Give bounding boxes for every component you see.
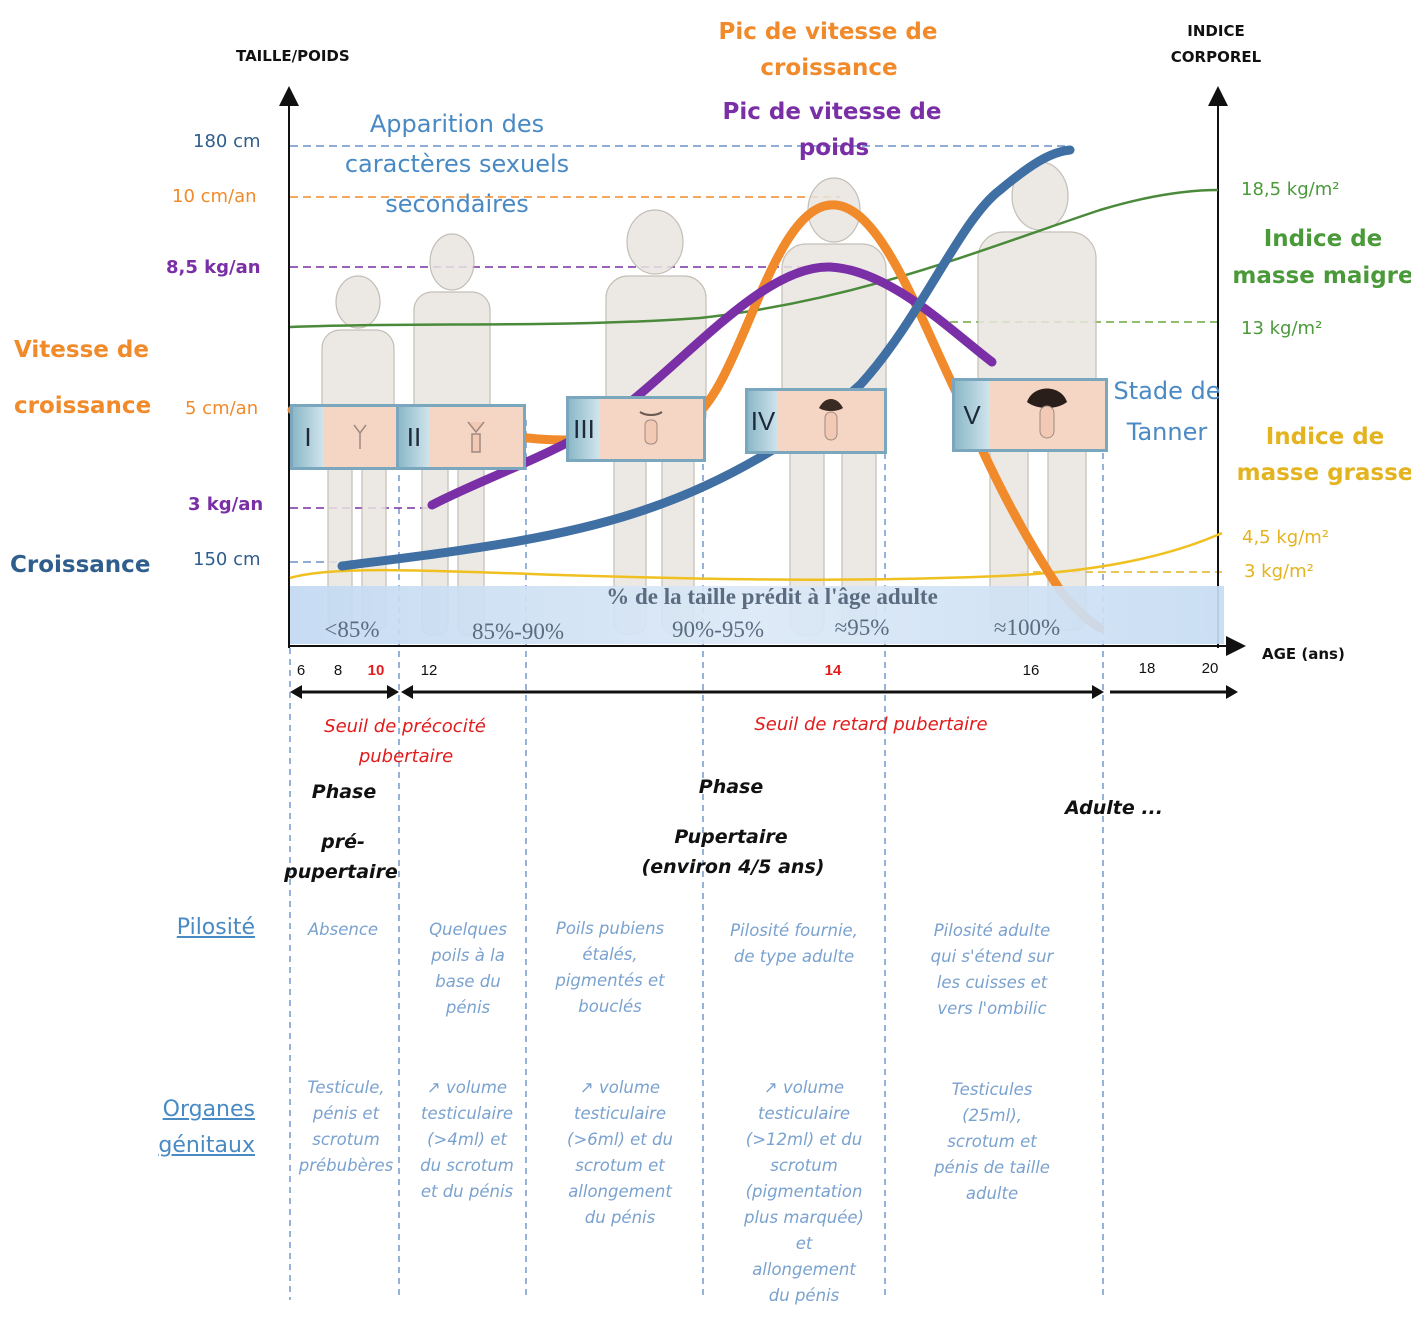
genital-stage-3: ↗ volume testiculaire (>6ml) et du scrot…: [567, 1078, 673, 1227]
phase-adult: Adulte ...: [1065, 797, 1163, 819]
tick-180cm: 180 cm: [193, 131, 261, 152]
genital-stage-2-icon: [429, 407, 523, 467]
precocity-threshold-line2: pubertaire: [358, 746, 454, 767]
tanner-stage-3-label: III: [569, 399, 599, 459]
lean-mass-curve: [289, 188, 1219, 329]
tanner-label-line2: Tanner: [1126, 418, 1208, 446]
tick-5cm-an: 5 cm/an: [185, 398, 259, 419]
tick-13-lean: 13 kg/m²: [1241, 318, 1323, 339]
x-axis-title: AGE (ans): [1262, 645, 1345, 663]
peak-weight-line1: Pic de vitesse de: [722, 99, 942, 125]
tanner-stage-4-label: IV: [748, 391, 778, 451]
age-tick-16: 16: [1022, 662, 1040, 679]
tanner-stage-5: V: [952, 378, 1108, 452]
phase-puberty-line3: (environ 4/5 ans): [641, 856, 825, 878]
predicted-height-band: [290, 586, 1224, 644]
phase-pre-line2: pré-: [321, 831, 365, 853]
phase-puberty-line1: Phase: [698, 776, 764, 798]
fat-mass-curve: [289, 531, 1223, 581]
pct-stage-5: ≈100%: [993, 615, 1061, 640]
hair-stage-3: Poils pubiens étalés, pigmentés et boucl…: [555, 919, 665, 1016]
peak-weight-line2: poids: [798, 135, 870, 161]
tanner-stage-5-label: V: [955, 381, 989, 449]
genital-row-label-line1: Organes: [162, 1097, 255, 1122]
pct-stage-3: 90%-95%: [672, 617, 764, 642]
genital-stage-4: ↗ volume testiculaire (>12ml) et du scro…: [744, 1078, 864, 1305]
growth-speed-label-line2: croissance: [14, 393, 152, 419]
age-tick-12: 12: [420, 662, 438, 679]
fat-mass-label-line1: Indice de: [1265, 424, 1385, 450]
genital-stage-3-icon: [599, 399, 703, 459]
pct-stage-4: ≈95%: [834, 615, 890, 640]
phase-pre-line3: pupertaire: [284, 861, 398, 883]
lean-mass-label-line2: masse maigre: [1232, 263, 1411, 289]
tanner-stage-1-label: I: [293, 407, 323, 467]
pct-stage-1: <85%: [324, 617, 380, 642]
hair-stage-5: Pilosité adulte qui s'étend sur les cuis…: [930, 921, 1054, 1018]
tick-3-fat: 3 kg/m²: [1244, 561, 1314, 582]
tanner-stage-4: IV: [745, 388, 887, 454]
tick-85kg-an: 8,5 kg/an: [166, 257, 261, 278]
peak-speed-line2: croissance: [760, 55, 898, 81]
phase-puberty-line2: Pupertaire: [674, 826, 788, 848]
peak-speed-line1: Pic de vitesse de: [718, 19, 938, 45]
predicted-height-title: % de la taille prédit à l'âge adulte: [606, 584, 938, 609]
tanner-label-line1: Stade de: [1113, 377, 1221, 405]
genital-stage-5-icon: [989, 381, 1105, 449]
genital-stage-1-icon: [323, 407, 397, 467]
hair-stage-2: Quelques poils à la base du pénis: [429, 920, 507, 1017]
genital-stage-5: Testicules (25ml), scrotum et pénis de t…: [934, 1080, 1050, 1203]
growth-speed-label-line1: Vitesse de: [14, 337, 149, 363]
phase-pre-line1: Phase: [311, 781, 377, 803]
lean-mass-label-line1: Indice de: [1263, 226, 1383, 252]
age-tick-20: 20: [1201, 660, 1219, 677]
hair-stage-4: Pilosité fournie, de type adulte: [730, 921, 858, 966]
tick-185-lean: 18,5 kg/m²: [1241, 179, 1340, 200]
precocity-threshold-line1: Seuil de précocité: [324, 716, 486, 737]
age-tick-14: 14: [824, 662, 842, 679]
pct-stage-2: 85%-90%: [472, 619, 564, 644]
tanner-stage-2: II: [396, 404, 526, 470]
left-axis-title: TAILLE/POIDS: [236, 47, 350, 65]
sexual-chars-line1: Apparition des: [369, 110, 545, 138]
tanner-stage-3: III: [566, 396, 706, 462]
age-tick-6: 6: [296, 662, 306, 679]
age-tick-18: 18: [1138, 660, 1156, 677]
age-tick-8: 8: [333, 662, 343, 679]
genital-stage-4-icon: [778, 391, 884, 451]
delay-threshold: Seuil de retard pubertaire: [754, 714, 988, 735]
tick-10cm-an: 10 cm/an: [172, 186, 257, 207]
genital-stage-2: ↗ volume testiculaire (>4ml) et du scrot…: [420, 1078, 514, 1201]
right-axis-title-line1: INDICE: [1187, 22, 1245, 40]
tick-45-fat: 4,5 kg/m²: [1242, 527, 1330, 548]
growth-label: Croissance: [10, 552, 151, 578]
genital-row-label-line2: génitaux: [158, 1133, 255, 1158]
sexual-chars-line2: caractères sexuels: [344, 150, 570, 178]
hair-row-label: Pilosité: [176, 915, 255, 940]
fat-mass-label-line2: masse grasse: [1236, 460, 1411, 486]
age-arrows: [290, 685, 1238, 699]
genital-stage-1: Testicule, pénis et scrotum prébubères: [298, 1078, 394, 1175]
hair-stage-1: Absence: [307, 920, 379, 939]
tanner-stage-1: I: [290, 404, 400, 470]
age-tick-10: 10: [367, 662, 385, 679]
tick-3kg-an: 3 kg/an: [188, 494, 264, 515]
right-axis-title-line2: CORPOREL: [1170, 48, 1262, 66]
tanner-stage-2-label: II: [399, 407, 429, 467]
sexual-chars-line3: secondaires: [385, 190, 529, 218]
tick-150cm: 150 cm: [193, 549, 261, 570]
